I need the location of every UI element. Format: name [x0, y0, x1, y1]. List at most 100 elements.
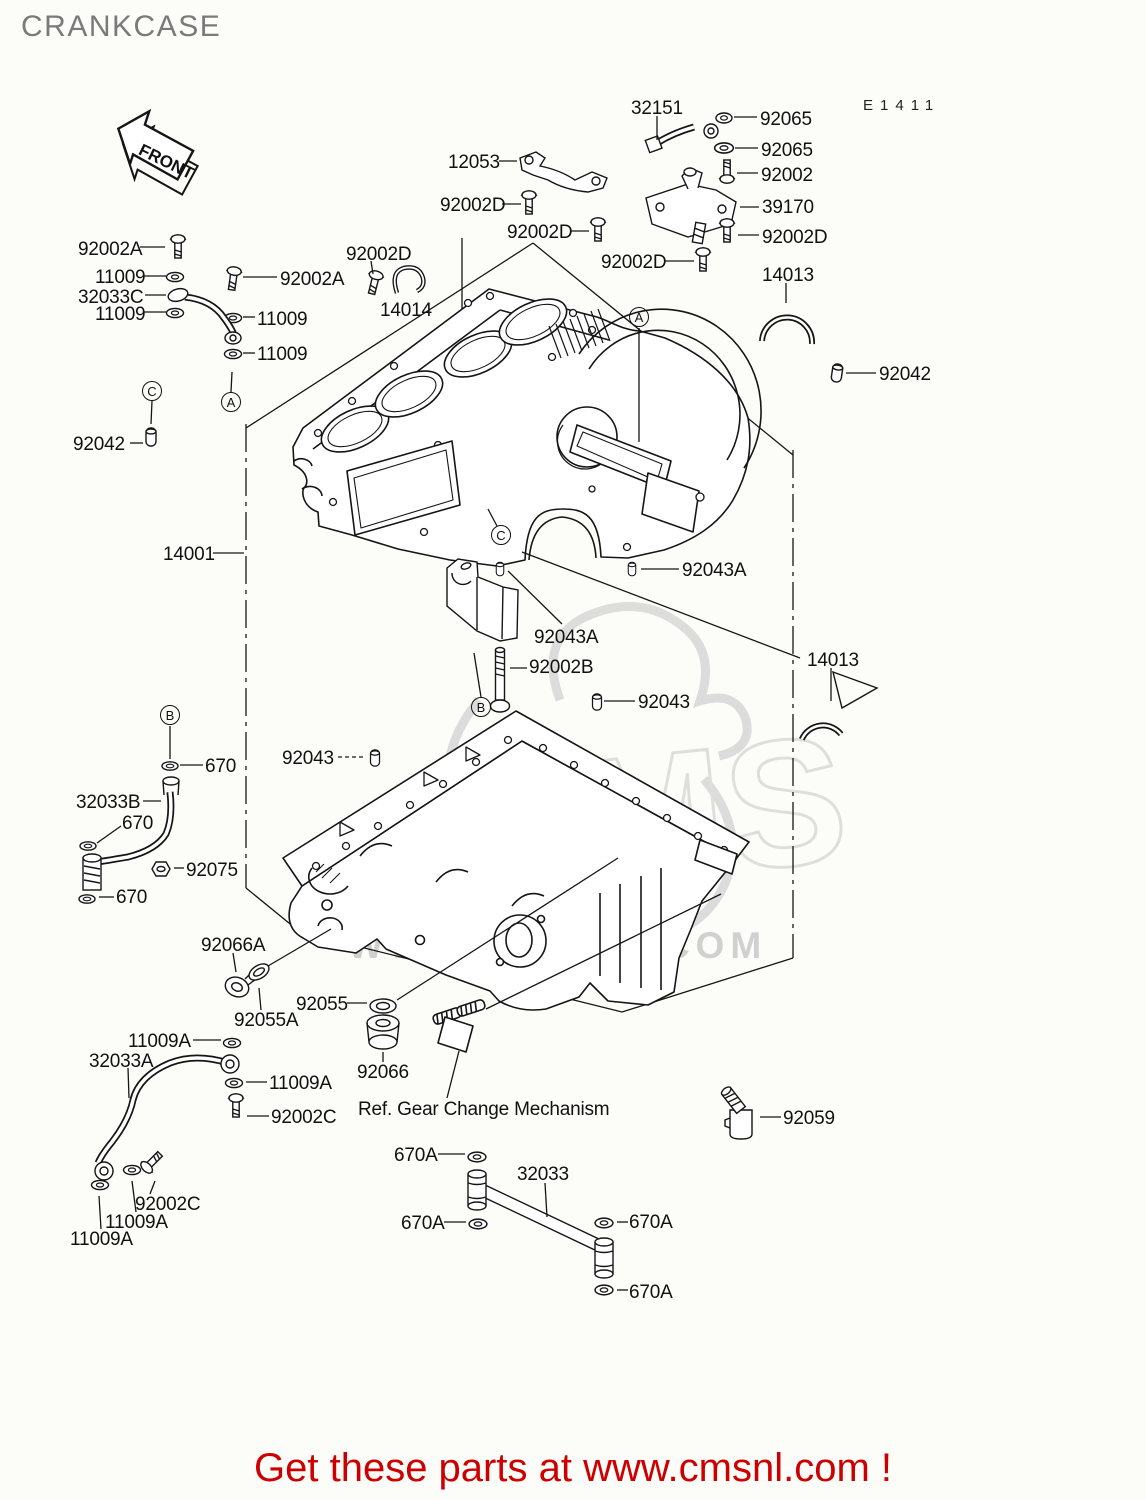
- plug-92066: [366, 1014, 400, 1050]
- part-label: 92002D: [346, 244, 412, 265]
- part-label: 92042: [73, 434, 125, 455]
- pipe-32033a: [94, 1054, 240, 1181]
- part-label: 92002A: [78, 239, 143, 260]
- ring-670-2: [79, 841, 97, 851]
- washer-11009-1: [165, 271, 185, 283]
- assembly-marker: B: [471, 697, 491, 717]
- nut-92065-1: [715, 112, 733, 124]
- part-label: 92055A: [234, 1010, 299, 1031]
- part-label: 92002D: [601, 252, 667, 273]
- part-label: 92043: [282, 748, 334, 769]
- washer-11009a-4: [90, 1179, 110, 1191]
- part-label: 92065: [761, 140, 813, 161]
- bolt-92002d-4: [695, 247, 711, 272]
- part-label: Ref. Gear Change Mechanism: [358, 1099, 610, 1120]
- part-label: 92065: [760, 109, 812, 130]
- clip-14013-mid: [799, 670, 879, 741]
- part-label: 670: [122, 813, 154, 834]
- washer-670a-3: [594, 1217, 614, 1229]
- part-label: 11009A: [269, 1073, 332, 1094]
- assembly-marker: C: [142, 381, 162, 401]
- part-label: 39170: [762, 197, 814, 218]
- pipe-32033c: [167, 287, 242, 345]
- part-label: 11009: [95, 304, 146, 325]
- pin-92043a-right: [627, 561, 637, 577]
- bolt-92002d-1: [364, 268, 385, 297]
- gear-change-ref-box: [437, 1016, 474, 1053]
- part-label: 92043A: [534, 627, 599, 648]
- part-label: 14013: [807, 650, 859, 671]
- part-label: 92002: [761, 165, 813, 186]
- part-label: 92002C: [271, 1107, 337, 1128]
- part-label: 92075: [186, 860, 238, 881]
- part-label: 92055: [296, 994, 348, 1015]
- promo-banner: Get these parts at www.cmsnl.com !: [254, 1446, 892, 1490]
- stud-92002b: [489, 646, 511, 713]
- part-label: 32033B: [76, 792, 141, 813]
- upper-crankcase-drawing: [292, 288, 762, 567]
- bolt-92002d-5: [719, 218, 735, 243]
- pipe-32033b: [82, 776, 180, 891]
- bracket-39170: [645, 167, 737, 245]
- front-arrow: FRONT: [116, 108, 200, 196]
- part-label: 11009: [257, 344, 308, 365]
- pin-92042-left: [145, 427, 157, 447]
- pin-92043-right: [591, 693, 603, 711]
- part-label: 670A: [401, 1213, 445, 1234]
- part-label: 14014: [380, 300, 432, 321]
- bolt-92002a-2: [223, 265, 243, 292]
- part-label: 11009A: [105, 1212, 168, 1233]
- washer-11009a-2: [224, 1077, 244, 1089]
- ring-670-1: [161, 761, 179, 771]
- part-label: 92066A: [201, 935, 266, 956]
- part-label: 670A: [629, 1282, 673, 1303]
- part-label: 11009: [95, 267, 146, 288]
- washer-11009-4: [223, 348, 243, 360]
- part-label: 670: [205, 756, 237, 777]
- lower-crankcase-drawing: [282, 710, 750, 1053]
- part-label: 11009A: [70, 1229, 133, 1250]
- part-label: 670A: [629, 1212, 673, 1233]
- part-label: 92002A: [280, 269, 345, 290]
- part-label: 92043: [638, 692, 690, 713]
- assembly-marker: A: [221, 392, 241, 412]
- part-label: 92002D: [507, 222, 573, 243]
- ring-670-3: [78, 894, 96, 904]
- part-label: 670: [116, 887, 148, 908]
- bolt-92002: [719, 159, 735, 184]
- washer-670a-4: [594, 1284, 614, 1296]
- pin-92042-right: [830, 362, 844, 384]
- part-label: 92002D: [440, 195, 506, 216]
- link-rod-32033: [467, 1169, 614, 1279]
- bracket-12053: [519, 151, 608, 193]
- part-label: 32033A: [89, 1051, 154, 1072]
- leader-lines: [96, 116, 876, 1291]
- bolt-92002c-1: [228, 1093, 244, 1118]
- washer-11009a-3: [122, 1164, 142, 1176]
- washer-11009a-1: [222, 1037, 242, 1049]
- assembly-marker: A: [629, 307, 649, 327]
- part-label: 92002D: [762, 227, 828, 248]
- part-label: 670A: [394, 1145, 438, 1166]
- nut-92075: [151, 861, 171, 877]
- assembly-marker: C: [491, 525, 511, 545]
- loose-parts: [78, 112, 879, 1296]
- part-label: 12053: [448, 152, 500, 173]
- washer-92065-2: [713, 142, 735, 154]
- pin-92043a-left: [495, 561, 505, 577]
- part-label: 32033: [517, 1164, 569, 1185]
- bearing-cap-block: [446, 558, 519, 642]
- fitting-92059: [720, 1086, 753, 1140]
- part-label: 92002B: [529, 657, 594, 678]
- bolt-92002a-1: [170, 234, 186, 259]
- washer-670a-1: [467, 1151, 487, 1163]
- bolt-92002d-3: [590, 217, 606, 242]
- page-title: CRANKCASE: [21, 10, 222, 43]
- bolt-92002c-2: [138, 1148, 166, 1176]
- rod-32151: [644, 123, 719, 154]
- part-label: 14001: [163, 544, 215, 565]
- part-label: 92002C: [135, 1194, 201, 1215]
- part-label: 92042: [879, 364, 931, 385]
